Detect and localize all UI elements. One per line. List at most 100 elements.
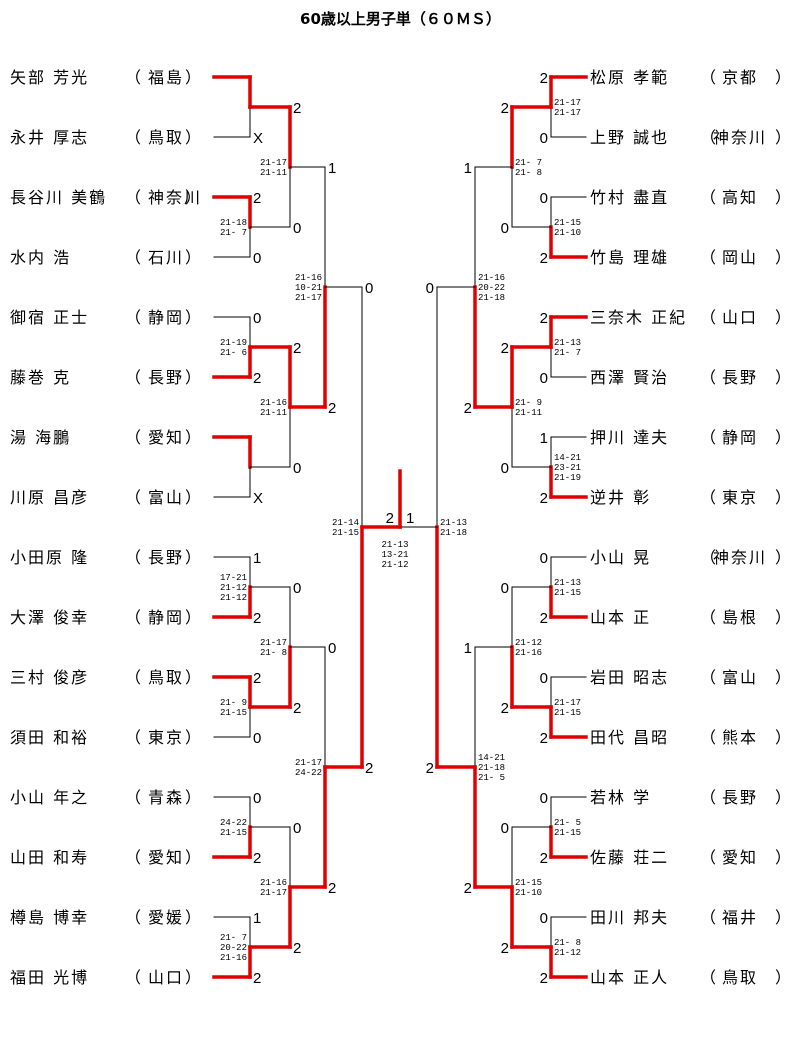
left-score: 0 <box>365 280 373 297</box>
left-score: 0 <box>293 820 301 837</box>
right-paren-close: ） <box>775 128 793 147</box>
right-game-score: 21-11 <box>515 408 542 418</box>
left-game-score: 21-17 <box>260 888 287 898</box>
right-player-name: 竹村 盡直 <box>590 188 669 207</box>
right-score: 2 <box>464 880 472 897</box>
right-paren-open: （ <box>700 968 718 987</box>
left-game-score: 10-21 <box>295 283 322 293</box>
right-paren-open: （ <box>700 668 718 687</box>
right-score: 2 <box>501 940 509 957</box>
right-score: 2 <box>501 100 509 117</box>
left-paren-close: ） <box>185 188 203 207</box>
right-paren-close: ） <box>775 728 793 747</box>
right-player-name: 佐藤 荘二 <box>590 848 669 867</box>
right-game-score: 21-13 <box>554 578 581 588</box>
right-game-score: 21- 5 <box>554 818 581 828</box>
right-paren-close: ） <box>775 68 793 87</box>
right-score: 0 <box>540 670 548 687</box>
right-paren-open: （ <box>700 68 718 87</box>
left-score: 2 <box>253 610 261 627</box>
right-game-score: 21-10 <box>554 228 581 238</box>
right-game-score: 21-19 <box>554 473 581 483</box>
left-game-score: 21-17 <box>295 758 322 768</box>
left-player-name: 水内 浩 <box>10 248 71 267</box>
right-game-score: 14-21 <box>478 753 505 763</box>
right-player-pref: 神奈川 <box>713 128 767 147</box>
right-player-name: 逆井 彰 <box>590 488 651 507</box>
left-game-score: 21-16 <box>295 273 322 283</box>
left-paren-open: （ <box>125 428 143 447</box>
right-paren-close: ） <box>775 248 793 267</box>
final-game-score: 13-21 <box>381 550 408 560</box>
left-game-score: 17-21 <box>220 573 247 583</box>
left-game-score: 21- 9 <box>220 698 247 708</box>
left-game-score: 21-16 <box>220 953 247 963</box>
left-game-score: 21-16 <box>260 878 287 888</box>
left-player-name: 大澤 俊幸 <box>10 608 89 627</box>
left-score: 2 <box>253 970 261 987</box>
left-player-pref: 青森 <box>148 788 184 807</box>
right-score: 2 <box>540 250 548 267</box>
left-paren-close: ） <box>185 848 203 867</box>
left-player-name: 永井 厚志 <box>10 128 89 147</box>
left-game-score: 21- 8 <box>260 648 287 658</box>
right-paren-close: ） <box>775 308 793 327</box>
left-score: 2 <box>253 370 261 387</box>
left-player-pref: 愛媛 <box>148 908 184 927</box>
right-score: 0 <box>540 910 548 927</box>
right-game-score: 21-15 <box>554 708 581 718</box>
left-score: 1 <box>253 550 261 567</box>
left-paren-open: （ <box>125 608 143 627</box>
right-paren-close: ） <box>775 608 793 627</box>
left-game-score: 21-16 <box>260 398 287 408</box>
right-player-name: 山本 正 <box>590 608 651 627</box>
right-player-pref: 山口 <box>722 308 758 327</box>
left-player-pref: 福島 <box>148 68 184 87</box>
right-paren-close: ） <box>775 848 793 867</box>
left-paren-close: ） <box>185 668 203 687</box>
right-score: 2 <box>501 700 509 717</box>
right-score: 0 <box>540 190 548 207</box>
left-paren-open: （ <box>125 368 143 387</box>
right-player-pref: 東京 <box>722 488 758 507</box>
right-game-score: 21-17 <box>554 698 581 708</box>
left-paren-open: （ <box>125 908 143 927</box>
right-score: 2 <box>501 340 509 357</box>
left-score: 2 <box>328 880 336 897</box>
right-score: 0 <box>501 220 509 237</box>
left-score: 2 <box>365 760 373 777</box>
right-player-name: 竹島 理雄 <box>590 248 669 267</box>
right-score: 1 <box>540 430 548 447</box>
right-score: 2 <box>540 310 548 327</box>
right-player-pref: 熊本 <box>722 728 758 747</box>
page-title: 60歳以上男子単（６０ＭＳ） <box>300 10 501 28</box>
left-paren-close: ） <box>185 368 203 387</box>
right-player-pref: 福井 <box>722 908 758 927</box>
right-game-score: 23-21 <box>554 463 581 473</box>
left-player-pref: 鳥取 <box>148 668 184 687</box>
final-score: 1 <box>406 510 414 527</box>
left-paren-close: ） <box>185 728 203 747</box>
left-score: 2 <box>293 940 301 957</box>
right-score: 0 <box>501 580 509 597</box>
right-score: 0 <box>501 460 509 477</box>
left-paren-open: （ <box>125 788 143 807</box>
left-player-name: 小田原 隆 <box>10 548 89 567</box>
left-paren-close: ） <box>185 908 203 927</box>
right-game-score: 21-13 <box>554 338 581 348</box>
right-paren-close: ） <box>775 968 793 987</box>
left-game-score: 21- 6 <box>220 348 247 358</box>
left-player-name: 長谷川 美鶴 <box>10 188 107 207</box>
right-game-score: 21-12 <box>554 948 581 958</box>
left-score: 0 <box>293 220 301 237</box>
right-paren-open: （ <box>700 848 718 867</box>
right-game-score: 21-10 <box>515 888 542 898</box>
right-paren-close: ） <box>775 368 793 387</box>
right-game-score: 21- 7 <box>554 348 581 358</box>
left-game-score: 24-22 <box>295 768 322 778</box>
left-paren-close: ） <box>185 788 203 807</box>
right-paren-open: （ <box>700 128 718 147</box>
left-player-name: 山田 和寿 <box>10 848 89 867</box>
left-paren-open: （ <box>125 728 143 747</box>
